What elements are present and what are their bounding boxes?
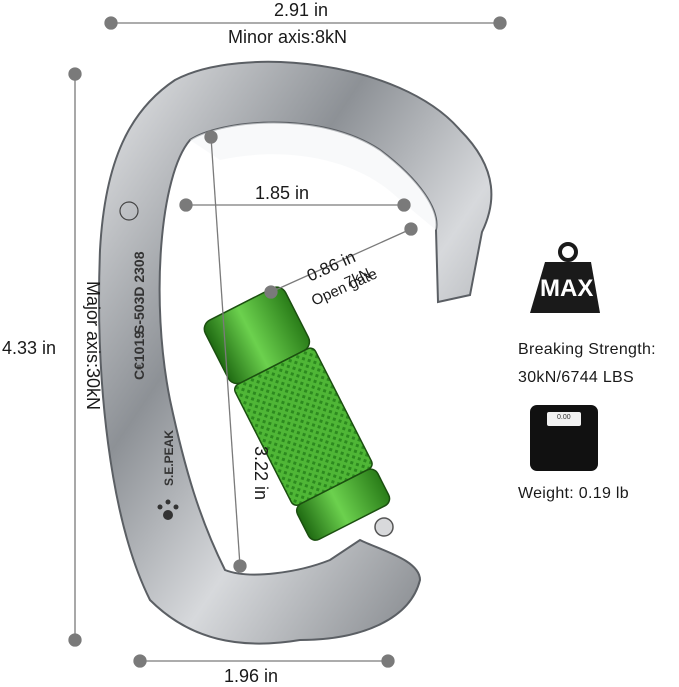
bottom-width-label: 1.96 in	[224, 666, 279, 686]
cert-engraving: C€1019	[131, 330, 147, 380]
height-label: 4.33 in	[2, 338, 57, 358]
carabiner-frame	[98, 60, 493, 645]
minor-axis-label: Minor axis:8kN	[228, 27, 348, 47]
scale-display: 0.00	[557, 414, 571, 421]
scale-icon	[530, 405, 598, 471]
screw-gate	[203, 286, 391, 541]
max-badge-text: MAX	[540, 275, 594, 302]
model-engraving: S-503D 2308	[131, 251, 147, 334]
weight-label: Weight: 0.19 lb	[518, 485, 629, 502]
breaking-strength-value: 30kN/6744 LBS	[518, 369, 634, 386]
brand-engraving: S.E.PEAK	[162, 429, 176, 486]
inner-height-label: 3.22 in	[251, 446, 271, 501]
breaking-strength-label: Breaking Strength:	[518, 341, 656, 358]
max-weight-icon	[530, 242, 600, 313]
inner-width-label: 1.85 in	[255, 183, 310, 203]
paw-logo-icon	[157, 499, 179, 520]
top-width-label: 2.91 in	[274, 0, 329, 20]
brand-logo-icon	[119, 201, 139, 221]
major-axis-label: Major axis:30kN	[83, 281, 103, 411]
